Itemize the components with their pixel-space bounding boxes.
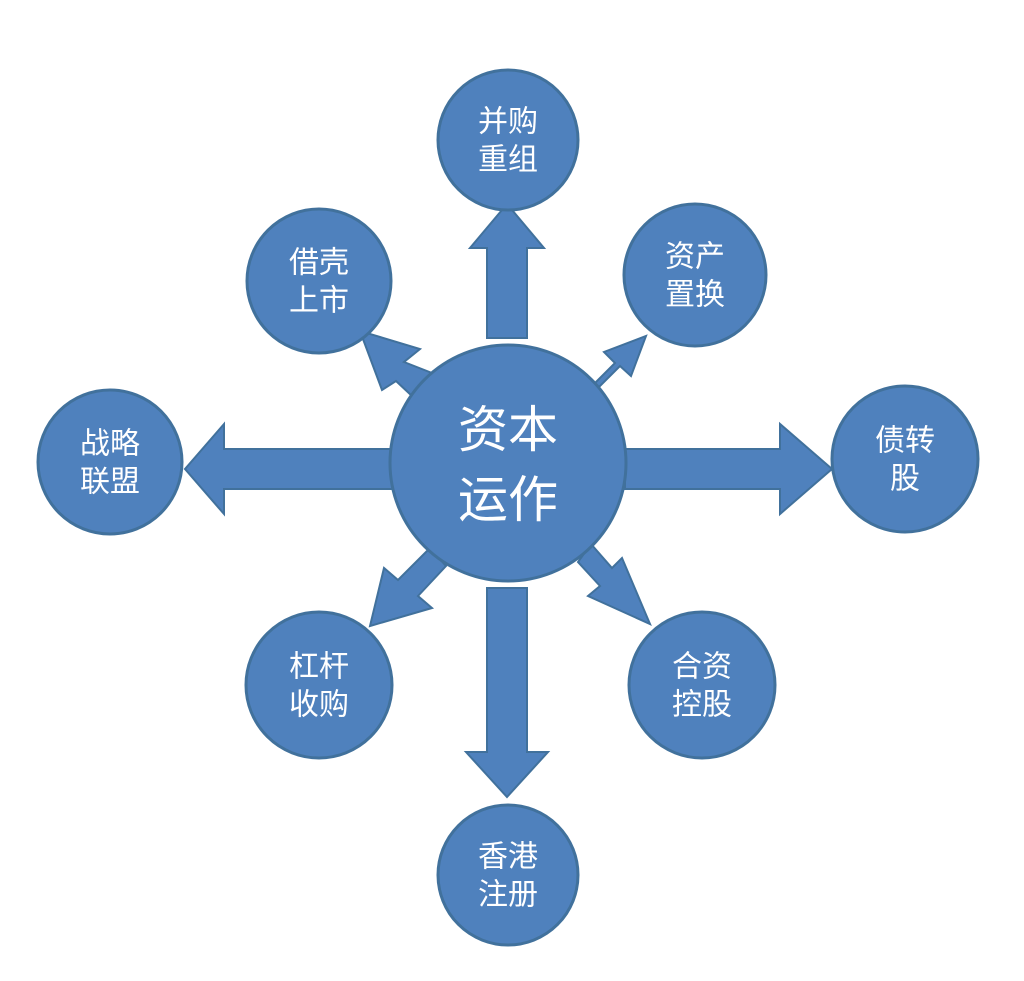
node-circle-joint-venture-holding <box>627 610 777 760</box>
arrow-to-strategic-alliance <box>183 421 393 517</box>
node-label-line1-joint-venture-holding: 合资 <box>672 650 732 685</box>
arrow-to-merger-restructuring <box>467 202 547 339</box>
center-label-line1: 资本 <box>458 401 558 459</box>
node-label-line2-debt-to-equity: 股 <box>890 462 920 497</box>
node-label-line2-joint-venture-holding: 控股 <box>672 688 732 723</box>
node-label-line1-merger-restructuring: 并购 <box>478 105 538 140</box>
center-circle <box>388 343 628 583</box>
node-circle-backdoor-listing <box>245 207 393 355</box>
node-label-line1-debt-to-equity: 债转 <box>875 424 935 459</box>
node-label-line2-leveraged-buyout: 收购 <box>289 688 349 723</box>
arrow-to-leveraged-buyout <box>368 546 448 628</box>
node-circle-strategic-alliance <box>36 388 184 536</box>
node-label-line1-strategic-alliance: 战略 <box>80 427 140 462</box>
arrows-group <box>183 202 834 799</box>
node-label-line2-strategic-alliance: 联盟 <box>80 465 140 500</box>
arrow-to-backdoor-listing <box>358 329 434 398</box>
node-label-line1-leveraged-buyout: 杠杆 <box>289 650 349 685</box>
node-circle-hong-kong-registration <box>436 803 580 947</box>
node-label-line2-merger-restructuring: 重组 <box>478 143 538 178</box>
center-hub: 资本 运作 <box>388 343 628 583</box>
node-label-line1-backdoor-listing: 借壳 <box>289 246 349 281</box>
node-circle-leveraged-buyout <box>244 610 394 760</box>
center-label-line2: 运作 <box>458 471 558 529</box>
arrow-to-hong-kong-registration <box>463 587 551 799</box>
arrow-to-joint-venture-holding <box>576 542 652 626</box>
arrow-to-debt-to-equity <box>624 421 834 517</box>
node-label-line1-asset-swap: 资产 <box>665 240 725 275</box>
node-label-line1-hong-kong-registration: 香港 <box>478 840 538 875</box>
node-label-line2-backdoor-listing: 上市 <box>289 284 349 319</box>
node-label-line2-asset-swap: 置换 <box>665 278 725 313</box>
node-label-line2-hong-kong-registration: 注册 <box>478 878 538 913</box>
node-circle-debt-to-equity <box>830 384 980 534</box>
node-debt-to-equity: 债转股 <box>830 384 980 534</box>
node-circle-asset-swap <box>622 202 768 348</box>
arrow-to-asset-swap <box>588 334 648 393</box>
node-circle-merger-restructuring <box>436 68 580 212</box>
